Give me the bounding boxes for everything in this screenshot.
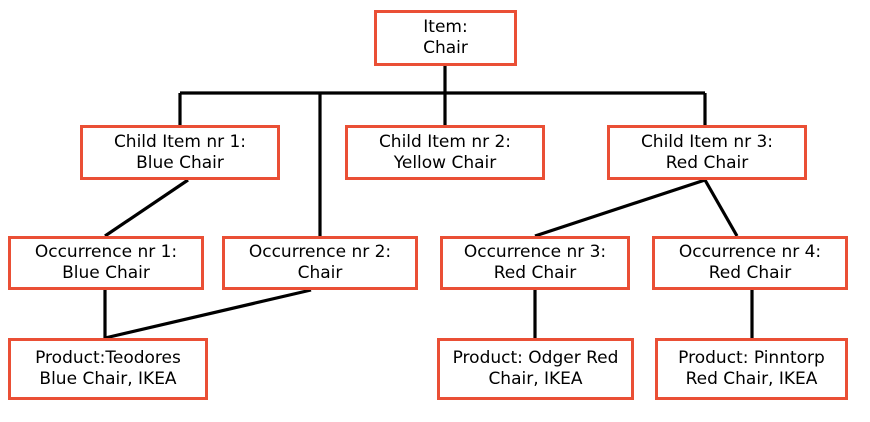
node-label-primary: Occurrence nr 2:	[248, 242, 392, 263]
connector-occurrence-2-to-product-teodores	[104, 288, 312, 340]
node-label-secondary: Red Chair	[665, 152, 749, 173]
node-label-secondary: Chair, IKEA	[488, 369, 583, 389]
node-child-item-1[interactable]: Child Item nr 1:Blue Chair	[80, 125, 280, 180]
node-label-primary: Product:Teodores	[35, 348, 181, 369]
node-label-secondary: Red Chair	[708, 263, 792, 283]
node-label-secondary: Blue Chair, IKEA	[39, 369, 177, 389]
node-occurrence-2[interactable]: Occurrence nr 2:Chair	[222, 236, 418, 290]
node-occurrence-4[interactable]: Occurrence nr 4:Red Chair	[652, 236, 848, 290]
node-label-secondary: Yellow Chair	[393, 152, 497, 173]
connector-child-1-to-occurrence-1	[104, 178, 189, 238]
node-occurrence-1[interactable]: Occurrence nr 1:Blue Chair	[8, 236, 204, 290]
node-label-primary: Occurrence nr 3:	[463, 242, 607, 263]
node-label-primary: Child Item nr 1:	[113, 131, 247, 152]
node-label-primary: Product: Pinntorp	[678, 348, 825, 369]
node-label-secondary: Chair	[423, 38, 468, 58]
node-child-item-2[interactable]: Child Item nr 2:Yellow Chair	[345, 125, 545, 180]
node-item-chair[interactable]: Item:Chair	[374, 10, 517, 66]
node-child-item-3[interactable]: Child Item nr 3:Red Chair	[607, 125, 807, 180]
node-label-primary: Child Item nr 3:	[640, 131, 774, 152]
node-label-secondary: Blue Chair	[62, 263, 150, 283]
node-label-primary: Product: Odger Red	[452, 348, 619, 369]
node-label-primary: Occurrence nr 1:	[34, 242, 178, 263]
node-label-secondary: Blue Chair	[136, 152, 224, 173]
node-label-primary: Occurrence nr 4:	[678, 242, 822, 263]
connector-child-3-to-occurrence-3	[534, 178, 706, 238]
connector-child-3-to-occurrence-4	[703, 179, 739, 237]
node-label-primary: Child Item nr 2:	[378, 131, 512, 152]
node-label-secondary: Red Chair	[493, 263, 577, 283]
node-label-secondary: Red Chair, IKEA	[685, 369, 818, 389]
node-occurrence-3[interactable]: Occurrence nr 3:Red Chair	[440, 236, 630, 290]
node-label-primary: Item:	[423, 17, 468, 38]
node-label-secondary: Chair	[297, 263, 343, 283]
